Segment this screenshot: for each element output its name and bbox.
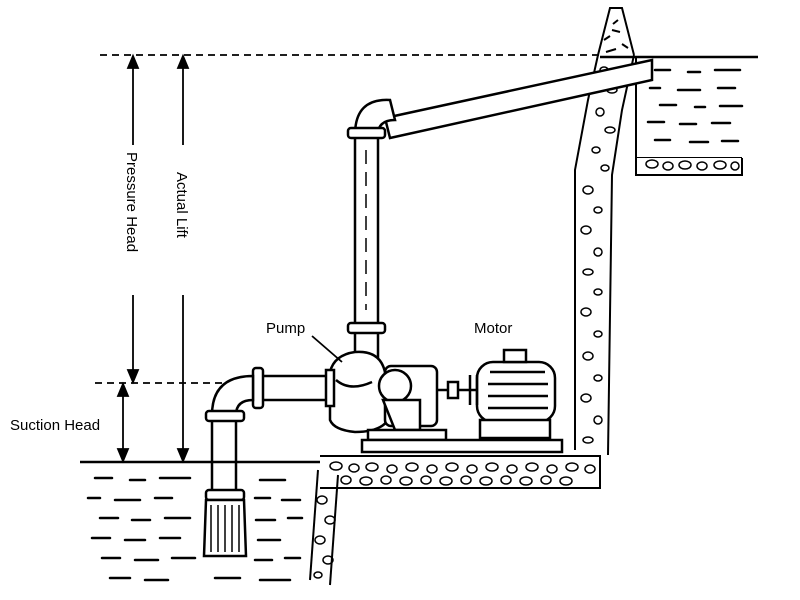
pump-body	[328, 350, 480, 442]
suction-head-label: Suction Head	[10, 417, 100, 434]
wall-stone-texture	[580, 66, 740, 444]
pump-base	[360, 438, 564, 454]
dimension-lines	[95, 54, 600, 384]
lower-water-dashes	[86, 476, 304, 582]
lower-ground	[80, 455, 601, 586]
pressure-head-label: Pressure Head	[123, 152, 140, 252]
actual-lift-dimension	[176, 53, 190, 464]
pump-leader	[311, 335, 343, 363]
suction-head-dimension	[116, 381, 130, 464]
motor-label: Motor	[474, 320, 512, 337]
pressure-head-dimension	[126, 53, 140, 385]
lower-stone-texture	[313, 461, 596, 579]
suction-pipe	[202, 366, 336, 558]
actual-lift-label: Actual Lift	[173, 172, 190, 239]
pump-label: Pump	[266, 320, 305, 337]
discharge-pipe	[346, 58, 654, 372]
motor	[468, 348, 557, 440]
upper-water-dashes	[646, 68, 744, 144]
